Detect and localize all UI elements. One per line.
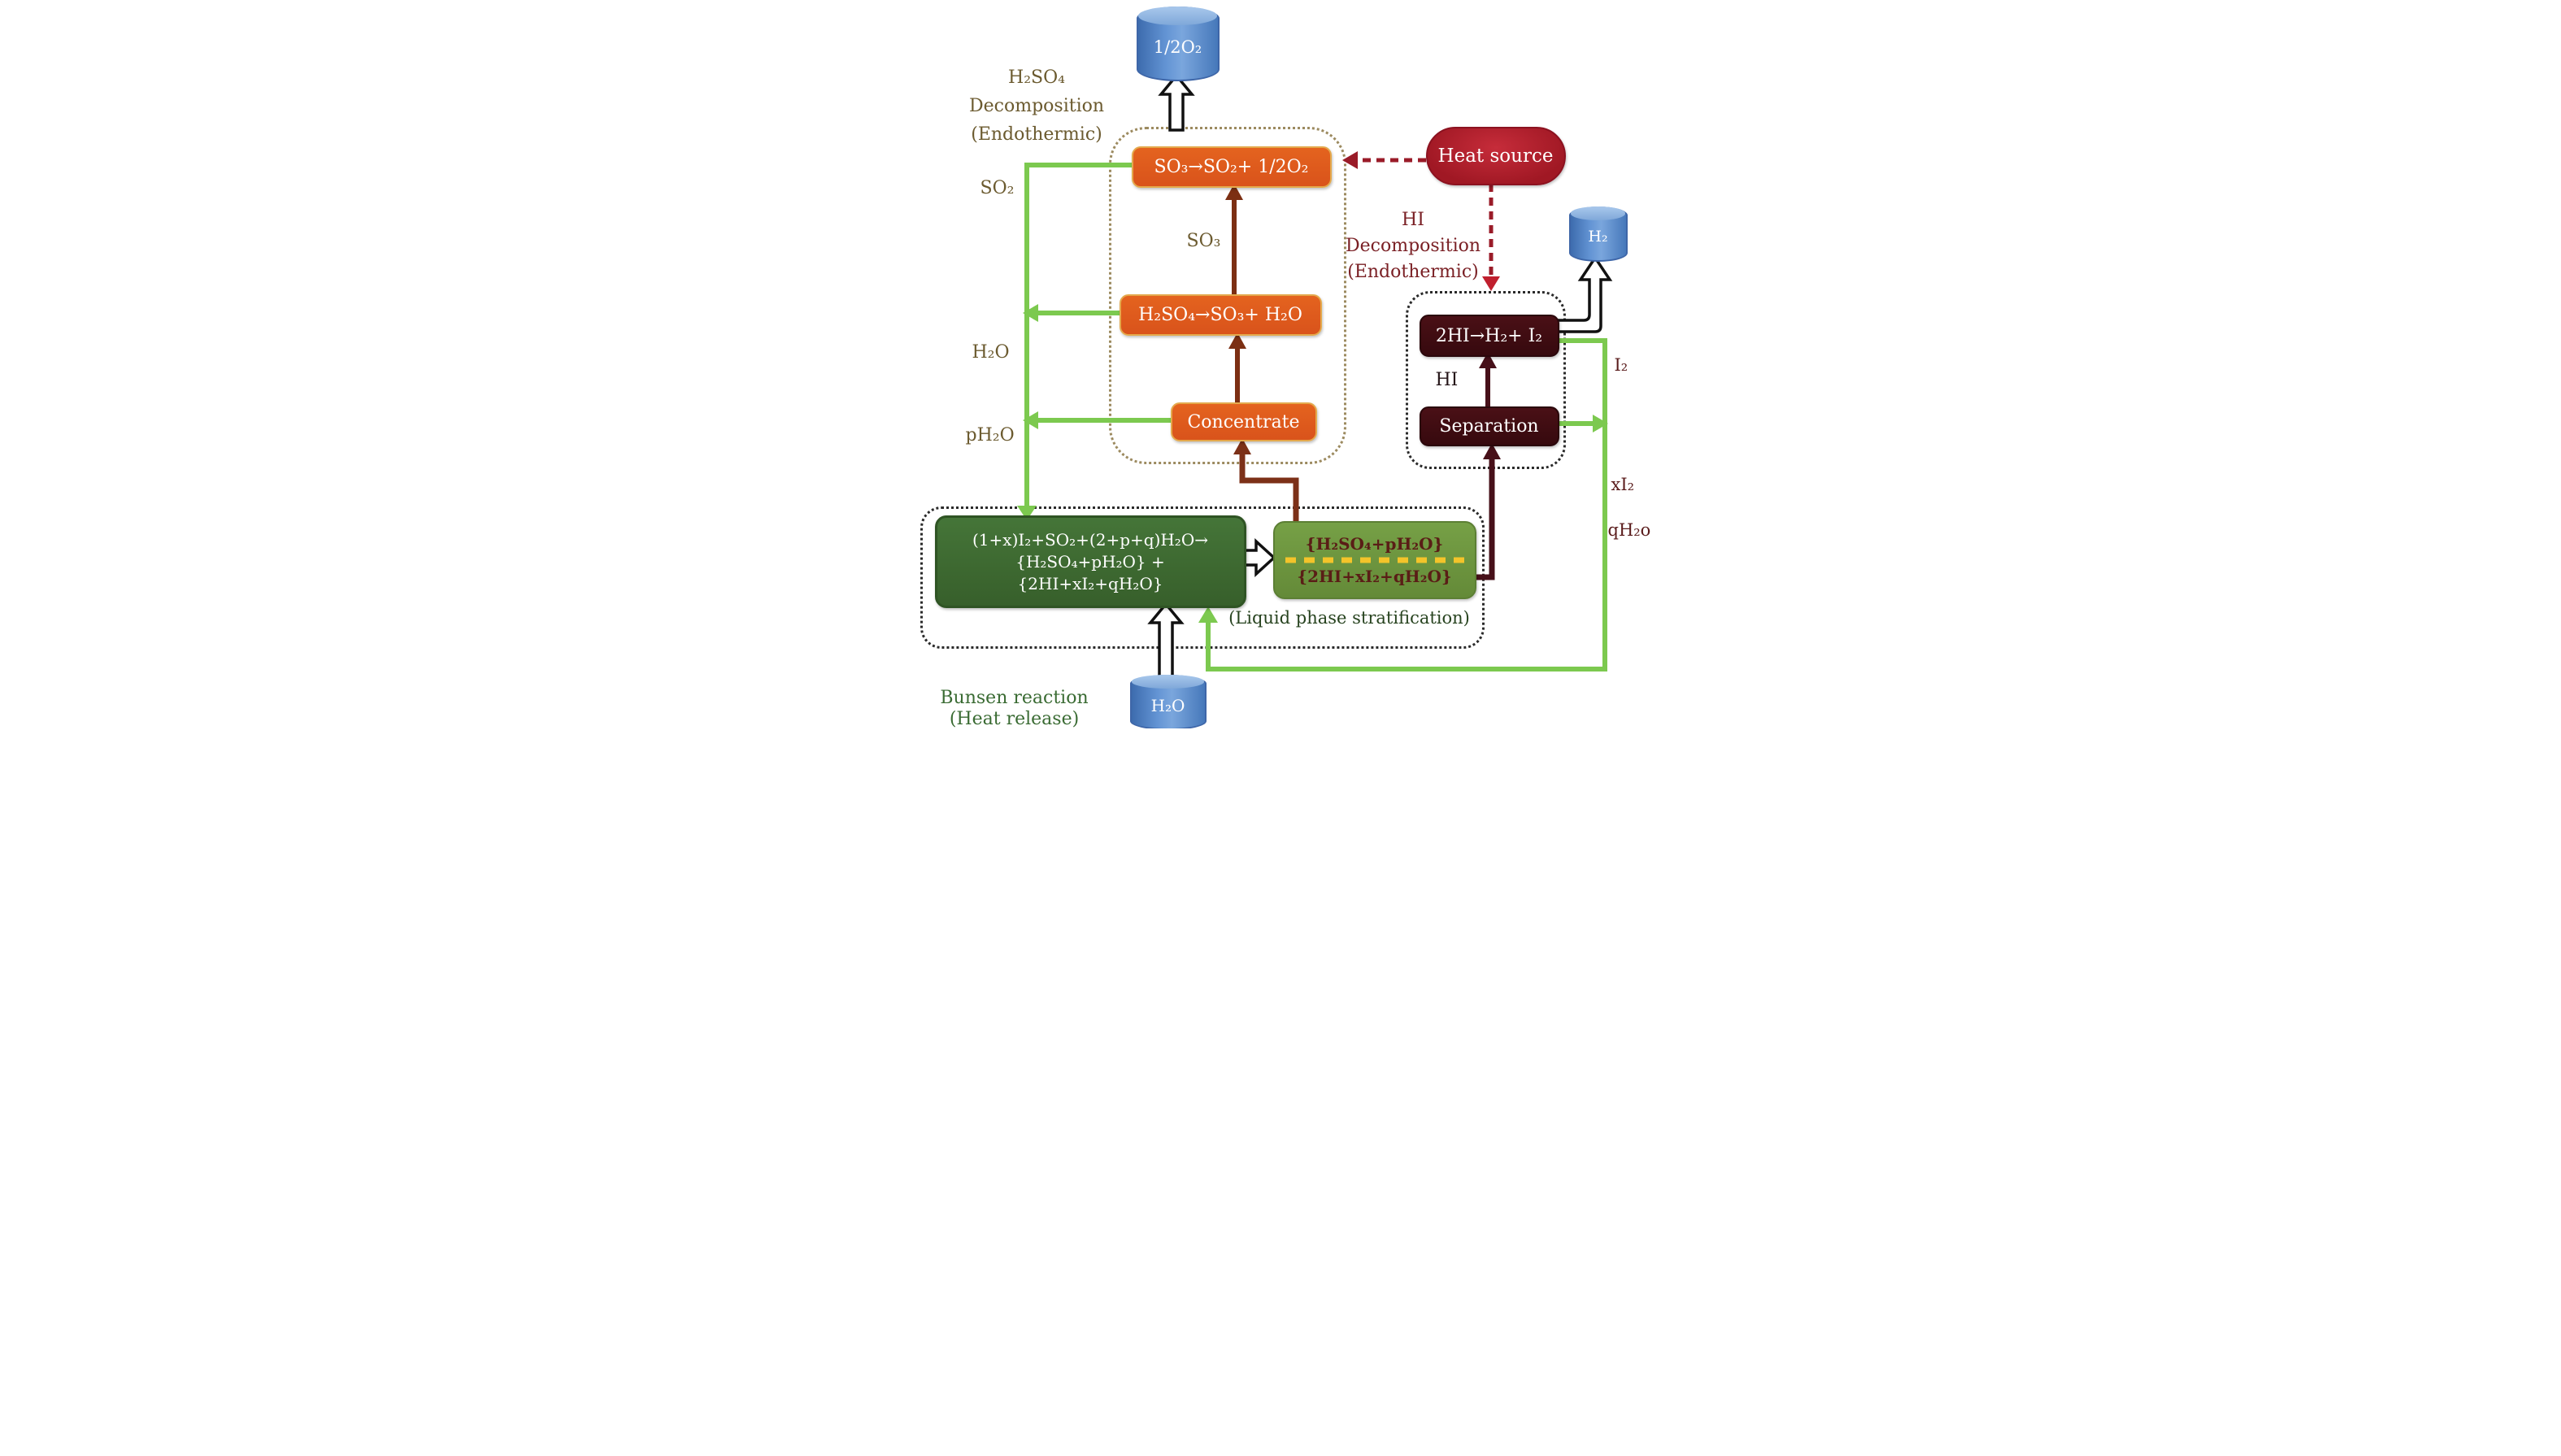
heat-source-box: Heat source [1425, 127, 1566, 185]
heat-to-hi-arrowhead [1481, 276, 1500, 291]
hi-decomposition-equation: 2HI→H₂+ I₂ [1435, 325, 1543, 346]
separation-label: Separation [1439, 416, 1539, 437]
water-feed-block-arrow [1146, 602, 1185, 680]
flow-arrow-layer [1016, 73, 1612, 680]
so2-stream-line [1024, 163, 1132, 509]
h2-output-block-arrow [1554, 254, 1612, 333]
xi2-stream-label: xI₂ [1611, 475, 1635, 494]
separation-output-arrowhead [1592, 415, 1608, 432]
phase-divider-dashed-line [1285, 557, 1464, 563]
water-cylinder: H₂O [1129, 675, 1207, 728]
qh2o-stream-label: qH₂o [1607, 520, 1651, 540]
h2so4-decomposition-title-line1: H₂SO₄ [1008, 67, 1065, 88]
h2so4-to-so3-box: H₂SO₄→SO₃+ H₂O [1119, 294, 1322, 336]
so3-decomposition-box: SO₃→SO₂+ 1/2O₂ [1131, 146, 1332, 188]
upper-phase-label: {H₂SO₄+pH₂O} [1305, 534, 1444, 554]
ph2o-stream-label: pH₂O [965, 425, 1015, 445]
h2o-stream-label: H₂O [972, 342, 1010, 363]
iodine-recycle-arrowhead [1198, 606, 1218, 623]
bunsen-equation-line3: {2HI+xI₂+qH₂O} [1017, 573, 1163, 593]
hi-phase-to-separation-arrowhead [1482, 443, 1501, 459]
so3-decomposition-equation: SO₃→SO₂+ 1/2O₂ [1154, 157, 1309, 177]
oxygen-cylinder: 1/2O₂ [1136, 7, 1220, 81]
si-cycle-diagram: 1/2O₂ H₂ H₂O SO₃→SO₂+ 1/2O₂ H₂SO₄→SO₃+ H… [640, 0, 1921, 728]
hi-decomposition-title: HI Decomposition (Endothermic) [1338, 207, 1489, 285]
hi-decomposition-box: 2HI→H₂+ I₂ [1419, 315, 1559, 357]
concentrate-box: Concentrate [1170, 402, 1317, 441]
hi-decomposition-title-line3: (Endothermic) [1347, 262, 1479, 282]
heat-source-label: Heat source [1437, 146, 1554, 167]
stratification-block-arrow [1240, 538, 1276, 577]
bunsen-reaction-title-line2: (Heat release) [949, 709, 1080, 728]
concentrate-label: Concentrate [1187, 411, 1300, 432]
i2-stream-label: I₂ [1614, 355, 1628, 375]
bunsen-equation-line1: (1+x)I₂+SO₂+(2+p+q)H₂O→ [972, 529, 1208, 550]
h2so4-decomposition-title: H₂SO₄ Decomposition (Endothermic) [950, 63, 1124, 149]
h2so4-to-so3-equation: H₂SO₄→SO₃+ H₂O [1138, 305, 1302, 325]
bunsen-reaction-box: (1+x)I₂+SO₂+(2+p+q)H₂O→ {H₂SO₄+pH₂O} + {… [934, 515, 1246, 608]
so3-stream-label: SO₃ [1186, 231, 1221, 251]
bunsen-reaction-title-line1: Bunsen reaction [940, 688, 1089, 708]
hi-phase-to-separation-line [1471, 458, 1494, 580]
hydrogen-cylinder-label: H₂ [1588, 227, 1608, 246]
h2o-stream-arrowhead [1022, 304, 1038, 322]
heat-to-so3-arrowhead [1341, 151, 1358, 169]
phase-stratification-box: {H₂SO₄+pH₂O} {2HI+xI₂+qH₂O} [1272, 521, 1476, 599]
h2so4-phase-to-concentrate-line [1239, 453, 1298, 523]
hi-decomposition-section-border [1405, 291, 1566, 469]
concentrate-output-arrowhead [1228, 332, 1246, 349]
h2so4-decomposition-section-border [1108, 127, 1346, 464]
water-cylinder-label: H₂O [1150, 695, 1185, 715]
oxygen-cylinder-label: 1/2O₂ [1153, 37, 1202, 57]
ph2o-stream-arrowhead [1022, 411, 1038, 429]
liquid-phase-stratification-note: (Liquid phase stratification) [1228, 608, 1470, 628]
o2-output-block-arrow [1157, 73, 1195, 132]
hi-stream-arrowhead [1478, 352, 1497, 368]
bunsen-equation-line2: {H₂SO₄+pH₂O} + [1015, 551, 1165, 572]
lower-phase-label: {2HI+xI₂+qH₂O} [1297, 567, 1452, 586]
so3-stream-arrowhead [1224, 184, 1243, 200]
bunsen-reaction-title: Bunsen reaction (Heat release) [929, 688, 1100, 728]
h2so4-decomposition-title-line2: Decomposition [968, 96, 1105, 116]
hi-stream-label: HI [1435, 370, 1459, 390]
hydrogen-cylinder: H₂ [1568, 206, 1628, 262]
h2so4-decomposition-title-line3: (Endothermic) [971, 124, 1102, 145]
so2-stream-label: SO₂ [980, 178, 1015, 198]
hi-decomposition-title-line2: Decomposition [1345, 236, 1481, 256]
iodine-recycle-line [1205, 338, 1607, 671]
h2so4-phase-to-concentrate-arrowhead [1233, 438, 1251, 454]
separation-box: Separation [1419, 406, 1559, 446]
so2-stream-arrowhead [1016, 506, 1037, 520]
hi-decomposition-title-line1: HI [1402, 210, 1424, 230]
